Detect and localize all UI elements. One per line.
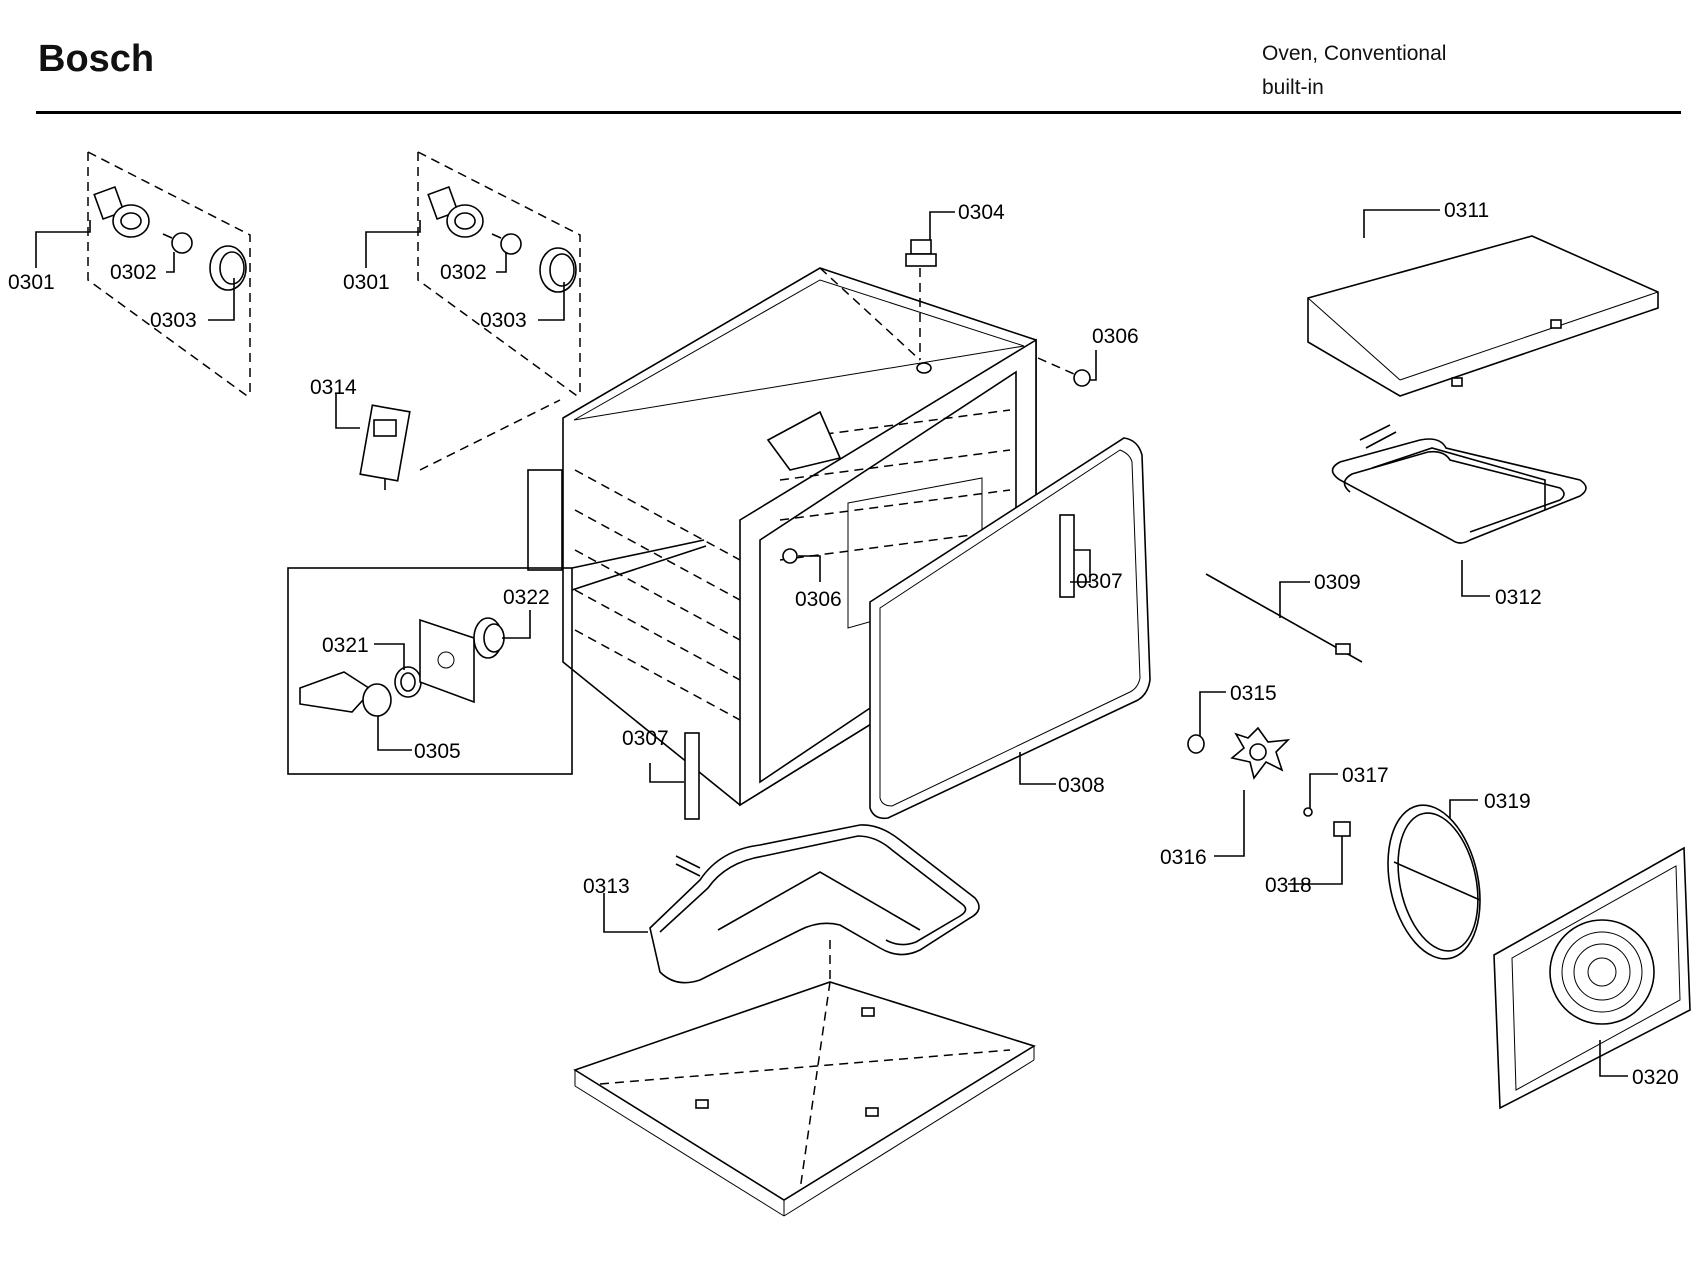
bottom-heating-element xyxy=(649,824,980,984)
lamp-cover-b xyxy=(539,247,577,293)
rack-bracket-left xyxy=(684,732,700,820)
label-0309: 0309 xyxy=(1314,571,1361,594)
fan-washer xyxy=(1187,734,1205,754)
label-0306-right: 0306 xyxy=(1092,325,1139,348)
label-0322: 0322 xyxy=(503,586,550,609)
thermostat-probe xyxy=(1205,573,1363,663)
grommet-front xyxy=(782,548,798,564)
label-0305: 0305 xyxy=(414,740,461,763)
top-heating-element xyxy=(1331,424,1587,544)
mounting-plate xyxy=(419,618,475,704)
label-0307-right: 0307 xyxy=(1076,570,1123,593)
lamp-socket-b xyxy=(427,185,484,238)
lamp-assembly-group-a xyxy=(87,151,251,399)
label-0303-group-b: 0303 xyxy=(480,309,527,332)
product-type: Oven, Conventional xyxy=(1262,42,1447,65)
label-0314: 0314 xyxy=(310,376,357,399)
label-0311: 0311 xyxy=(1444,199,1489,222)
label-0304: 0304 xyxy=(958,201,1005,224)
label-0320: 0320 xyxy=(1632,1066,1679,1089)
door-gasket xyxy=(869,437,1151,820)
lamp-cover-a xyxy=(209,245,247,291)
inset-frame xyxy=(287,567,573,775)
temperature-sensor xyxy=(905,239,937,374)
lamp-assembly-group-b xyxy=(417,151,581,399)
label-0313: 0313 xyxy=(583,875,630,898)
rack-bracket-right xyxy=(1059,514,1075,598)
door-switch xyxy=(359,399,561,490)
header-divider xyxy=(36,111,1681,114)
label-0302-group-b: 0302 xyxy=(440,261,487,284)
label-0316: 0316 xyxy=(1160,846,1207,869)
label-0319: 0319 xyxy=(1484,790,1531,813)
label-0306-front: 0306 xyxy=(795,588,842,611)
label-0307-left: 0307 xyxy=(622,727,669,750)
fan-spacer xyxy=(1333,821,1351,837)
lamp-lens xyxy=(473,617,505,659)
label-0317: 0317 xyxy=(1342,764,1389,787)
label-0301-group-b: 0301 xyxy=(343,271,390,294)
part-labels: 0301 0302 0303 0301 0302 0303 0304 0306 … xyxy=(8,199,1679,1089)
rear-fan-cover xyxy=(1493,846,1691,1110)
brand-title: Bosch xyxy=(38,38,155,80)
label-0308: 0308 xyxy=(1058,774,1105,797)
label-0321: 0321 xyxy=(322,634,369,657)
lamp-socket-a xyxy=(93,185,150,238)
lamp-socket-detail xyxy=(299,671,392,717)
fan-blade xyxy=(1230,726,1291,780)
detail-inset xyxy=(287,539,707,775)
bottom-panel xyxy=(573,940,1036,1217)
leader-lines xyxy=(35,209,1628,1077)
top-cover-plate xyxy=(1307,235,1659,397)
grommet-right xyxy=(1037,357,1091,387)
convection-heating-ring xyxy=(1387,804,1481,960)
label-0303-group-a: 0303 xyxy=(150,309,197,332)
lamp-bulb-a xyxy=(162,232,193,254)
product-subtype: built-in xyxy=(1262,76,1324,99)
label-0302-group-a: 0302 xyxy=(110,261,157,284)
fan-nut xyxy=(1303,807,1313,817)
label-0315: 0315 xyxy=(1230,682,1277,705)
lamp-bulb-b xyxy=(491,233,522,255)
label-0301-group-a: 0301 xyxy=(8,271,55,294)
seal-ring xyxy=(394,666,422,698)
label-0312: 0312 xyxy=(1495,586,1542,609)
label-0318: 0318 xyxy=(1265,874,1312,897)
